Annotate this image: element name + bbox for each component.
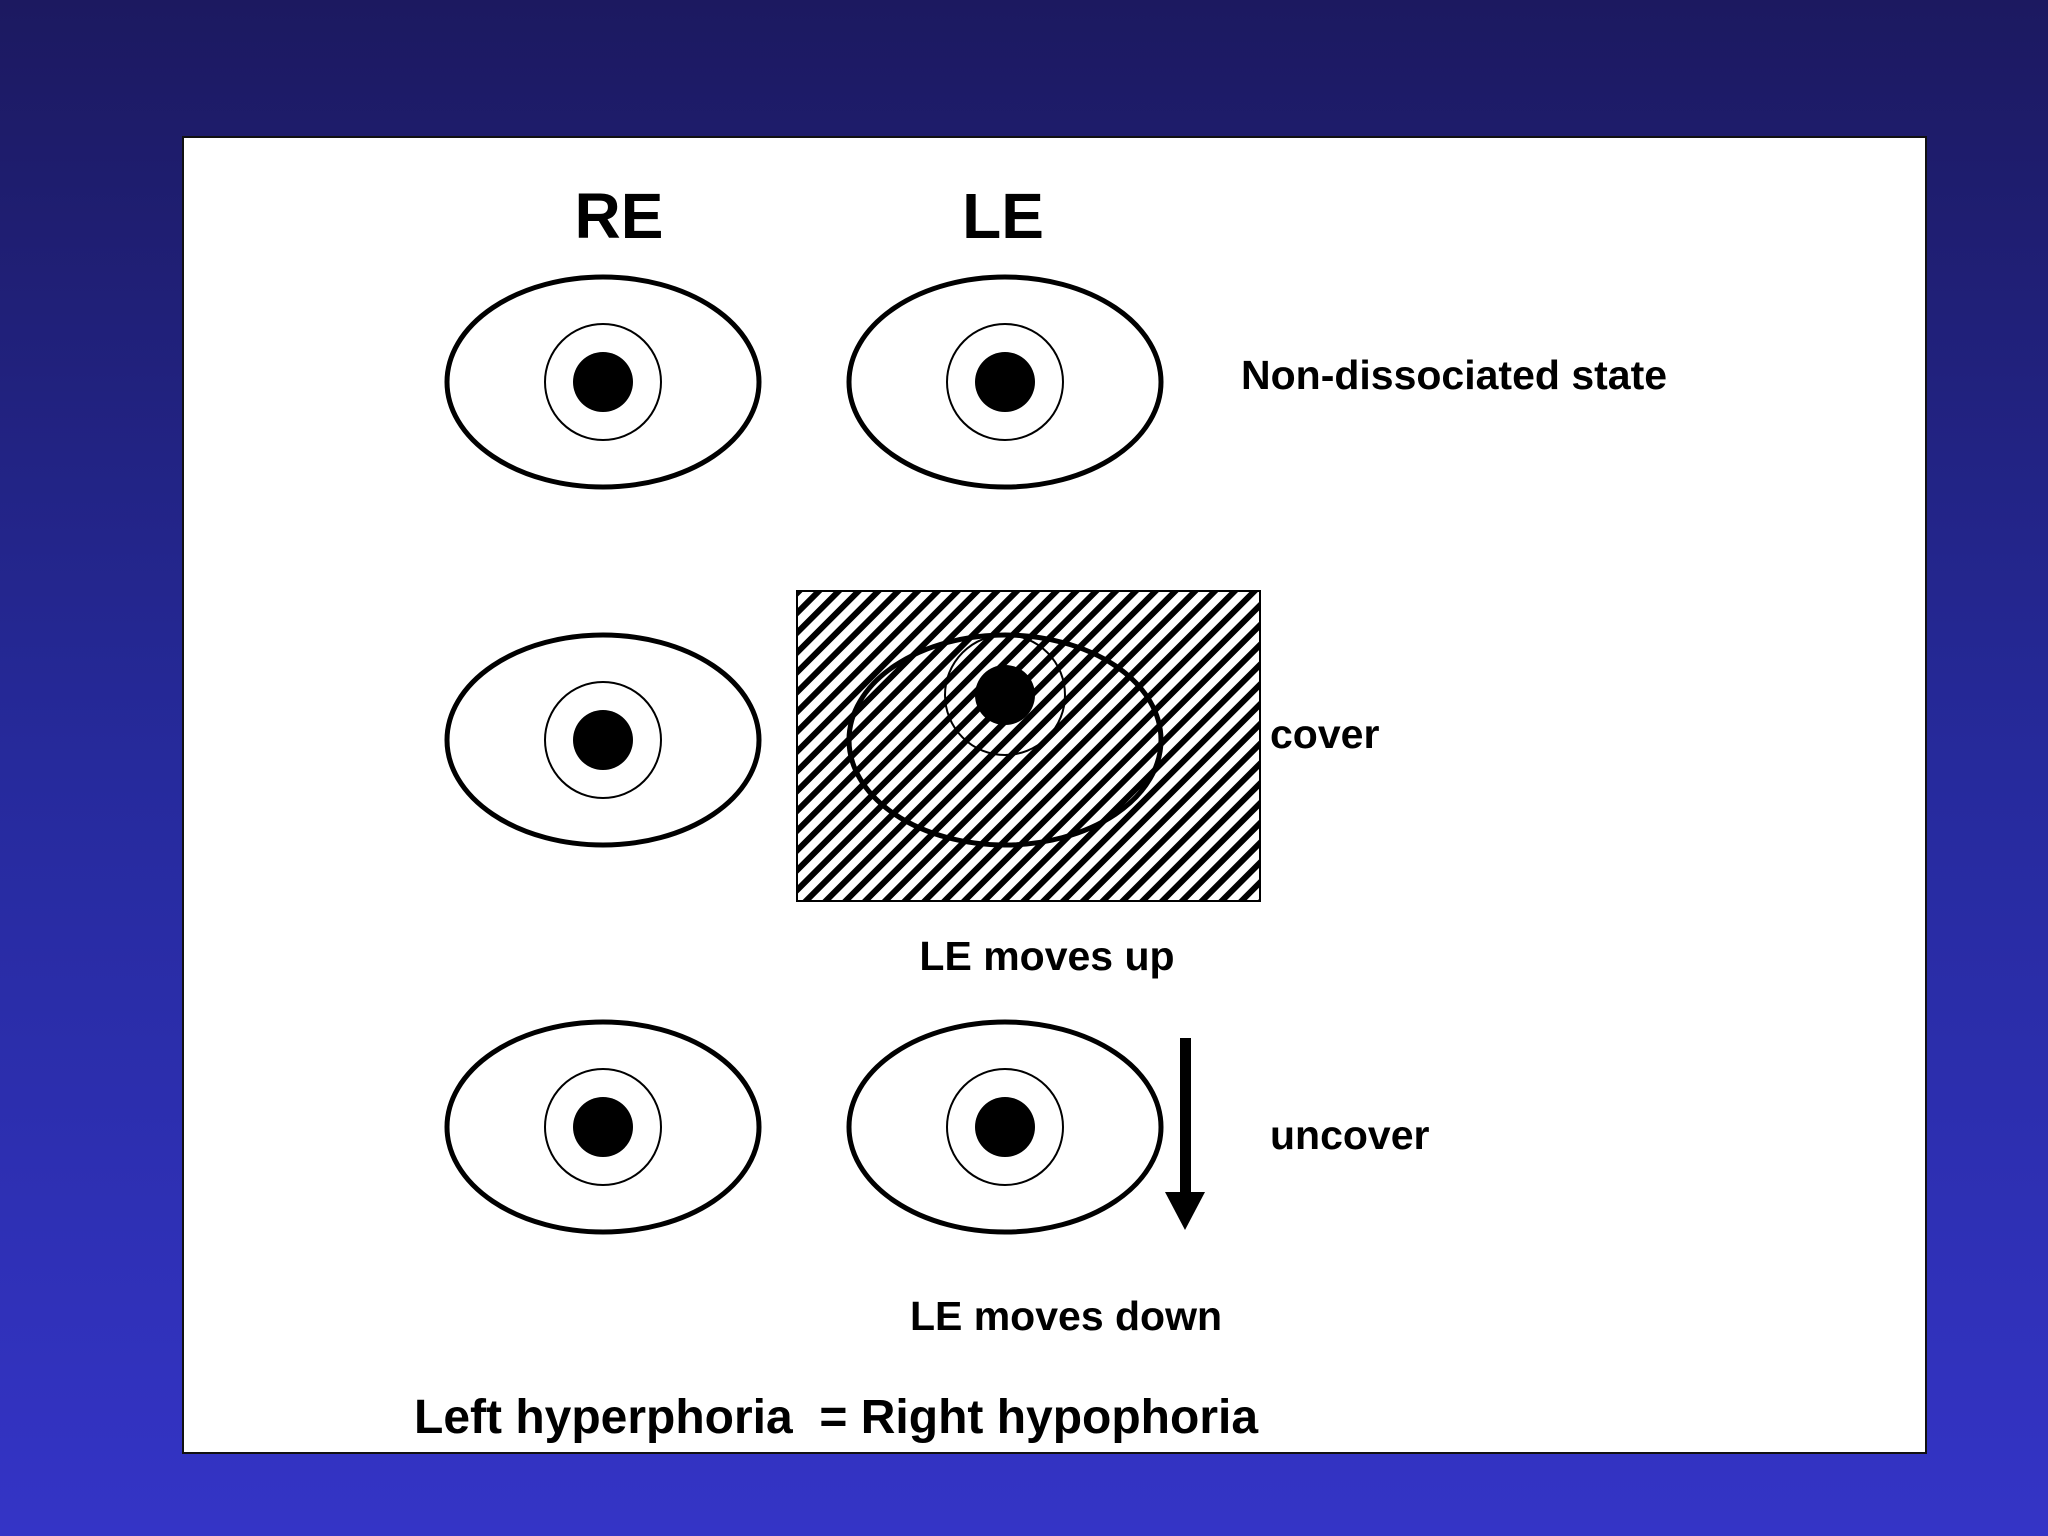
diagram-panel bbox=[182, 136, 1927, 1454]
